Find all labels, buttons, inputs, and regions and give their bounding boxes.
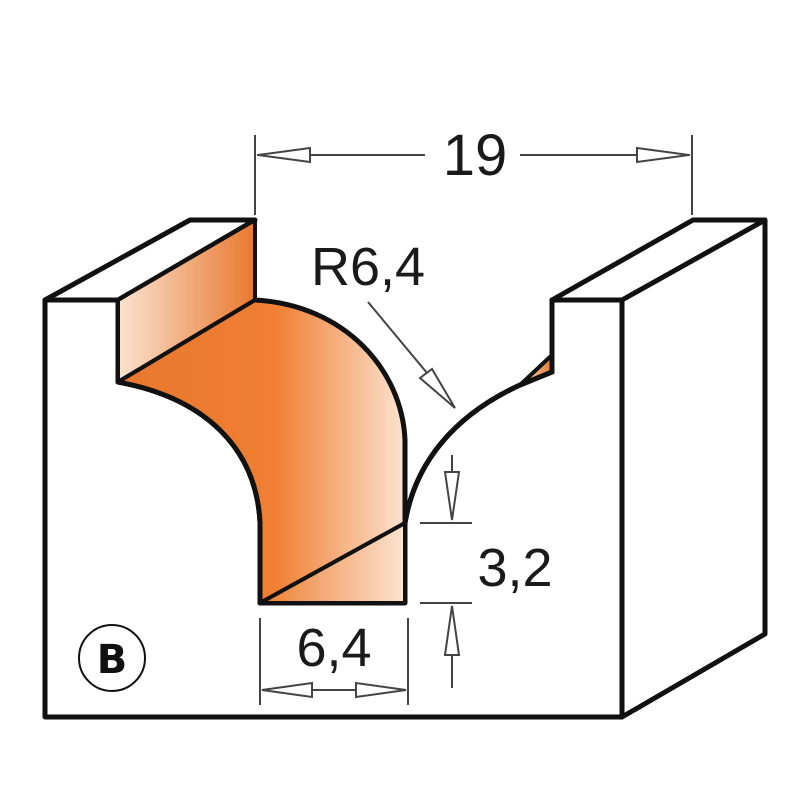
radius-label: R6,4 [311,237,425,297]
badge-circle [78,624,146,692]
profile-badge: B [78,624,146,692]
step-width-label: 6,4 [296,618,371,678]
badge-label: B [97,637,128,683]
cut-face-lower-step [258,521,407,605]
dimension-step-width [259,618,409,705]
arrow-right-small-icon [355,681,407,699]
right-side-face [619,217,768,720]
cut-faces [116,218,554,605]
step-height-label: 3,2 [477,538,552,598]
cove-outer-edge [115,379,263,606]
dimension-overall-width [254,135,693,215]
top-face-right [549,217,768,303]
radius-arrow-icon [418,367,456,409]
arrow-down-icon [443,471,461,521]
profile-edges [115,297,555,606]
overall-width-label: 19 [443,123,508,188]
cove-inner-edge [252,297,408,526]
arrow-left-small-icon [261,681,313,699]
radius-edge [402,297,555,526]
arrow-left-icon [257,146,311,164]
arrow-right-icon [636,146,690,164]
arrow-up-icon [443,605,461,656]
dimension-step-height [420,455,472,688]
dimension-radius [367,301,456,409]
